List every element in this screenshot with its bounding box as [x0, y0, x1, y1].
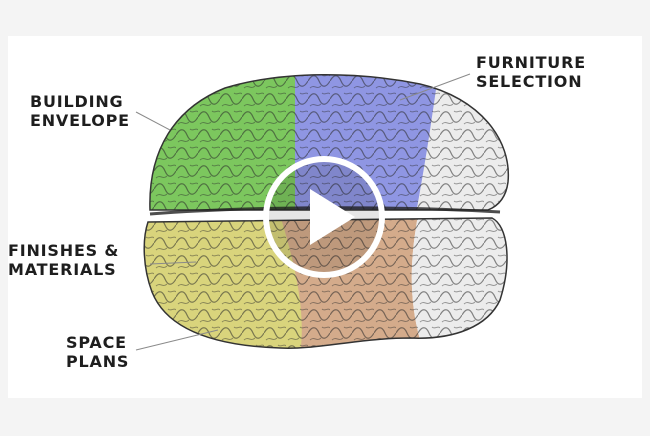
leader-finishes-materials	[149, 261, 197, 265]
label-space-plans: SPACE PLANS	[66, 333, 130, 371]
leader-space-plans	[135, 329, 219, 351]
play-button[interactable]	[261, 154, 387, 280]
label-finishes-materials: FINISHES & MATERIALS	[8, 241, 120, 279]
play-icon	[310, 189, 355, 245]
label-furniture-selection: FURNITURE SELECTION	[476, 53, 586, 91]
leader-building-envelope	[135, 111, 171, 131]
label-building-envelope: BUILDING ENVELOPE	[30, 92, 130, 130]
leader-furniture-selection	[399, 73, 471, 101]
